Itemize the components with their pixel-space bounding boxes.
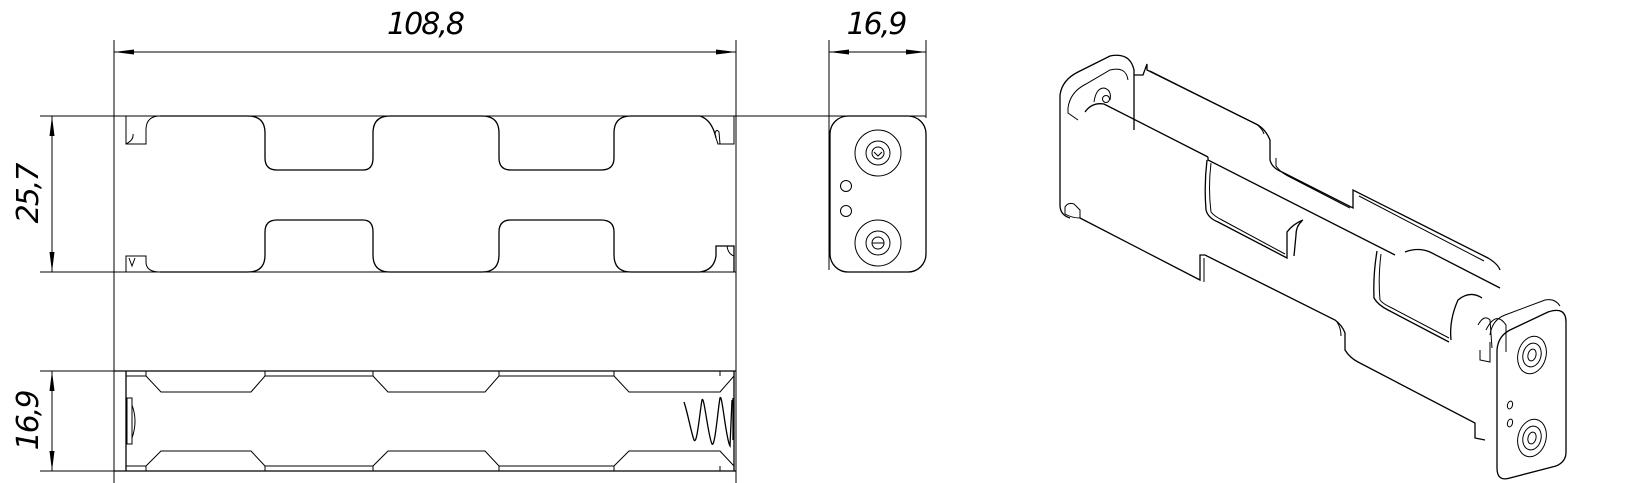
isometric-view bbox=[1059, 54, 1567, 480]
top-view bbox=[125, 115, 735, 273]
dimension-depth-label: 16,9 bbox=[847, 7, 907, 42]
dimension-height: 16,9 bbox=[11, 370, 736, 472]
dimension-width-label: 25,7 bbox=[11, 163, 46, 224]
positive-terminal bbox=[854, 129, 902, 177]
dimension-height-label: 16,9 bbox=[11, 391, 46, 451]
spring-icon bbox=[683, 397, 733, 449]
iso-terminal-bottom bbox=[1517, 418, 1547, 458]
dimension-length: 108,8 bbox=[113, 7, 737, 483]
end-view bbox=[829, 115, 927, 273]
iso-terminal-top bbox=[1517, 335, 1547, 375]
dimension-length-label: 108,8 bbox=[387, 7, 464, 42]
hole bbox=[840, 205, 852, 217]
side-view bbox=[114, 370, 736, 472]
negative-terminal bbox=[854, 219, 902, 267]
dimension-depth: 16,9 bbox=[828, 7, 927, 270]
dimension-width: 25,7 bbox=[11, 115, 926, 273]
hole bbox=[840, 180, 852, 192]
